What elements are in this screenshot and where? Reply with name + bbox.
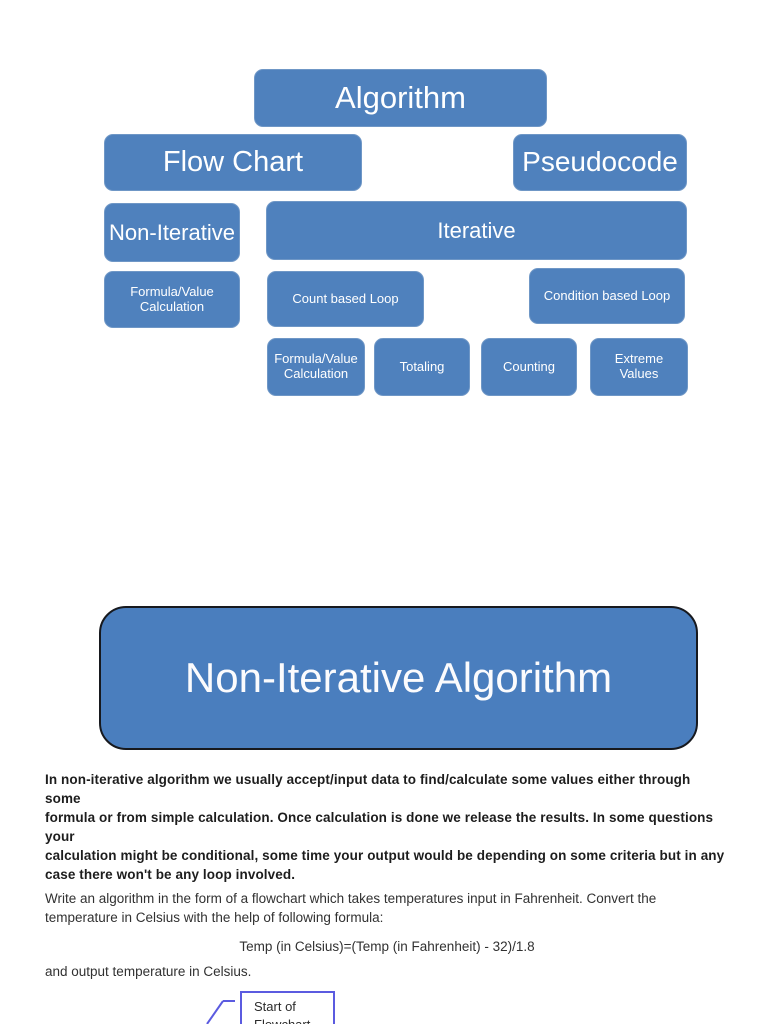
paragraph-line: Write an algorithm in the form of a flow… [45,891,657,906]
diagram-box-formula-value-calculation-1: Formula/Value Calculation [104,271,240,328]
paragraph-non-iterative-description: In non-iterative algorithm we usually ac… [45,770,729,884]
paragraph-line: In non-iterative algorithm we usually ac… [45,772,691,806]
diagram-box-counting: Counting [481,338,577,396]
diagram-box-condition-based-loop: Condition based Loop [529,268,685,324]
diagram-box-iterative: Iterative [266,201,687,260]
diagram-box-flow-chart: Flow Chart [104,134,362,191]
paragraph-line: temperature in Celsius with the help of … [45,910,384,925]
slide-title: Non-Iterative Algorithm [184,654,613,701]
flowchart-connector-line [206,1000,235,1024]
diagram-box-count-based-loop: Count based Loop [267,271,424,327]
diagram-box-extreme-values: Extreme Values [590,338,688,396]
flowchart-start-box: Start of Flowchart [240,991,335,1024]
paragraph-output-statement: and output temperature in Celsius. [45,964,252,979]
temperature-conversion-formula: Temp (in Celsius)=(Temp (in Fahrenheit) … [239,939,535,954]
diagram-box-totaling: Totaling [374,338,470,396]
diagram-box-formula-value-calculation-2: Formula/Value Calculation [267,338,365,396]
paragraph-line: calculation might be conditional, some t… [45,848,725,863]
paragraph-line: case there won't be any loop involved. [45,867,296,882]
slide-title-box: Non-Iterative Algorithm [99,606,698,750]
diagram-box-non-iterative: Non-Iterative [104,203,240,262]
paragraph-exercise-statement: Write an algorithm in the form of a flow… [45,889,729,927]
paragraph-line: formula or from simple calculation. Once… [45,810,714,844]
diagram-box-pseudocode: Pseudocode [513,134,687,191]
diagram-box-algorithm: Algorithm [254,69,547,127]
